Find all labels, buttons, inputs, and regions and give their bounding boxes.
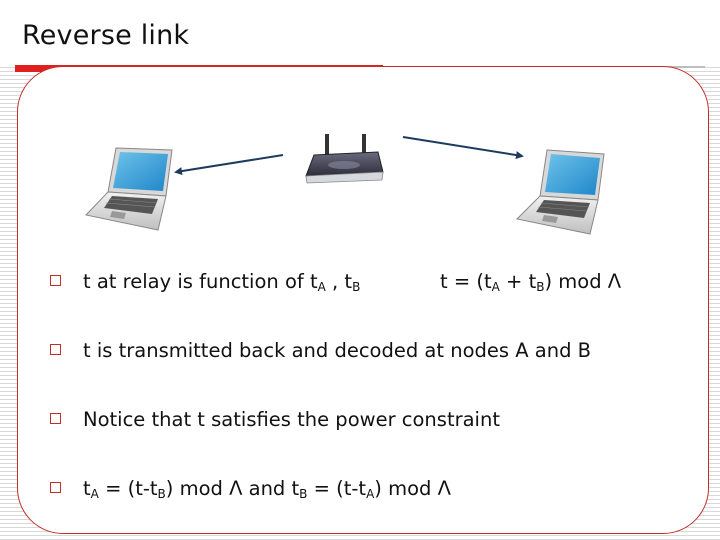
bullet-text: t is transmitted back and decoded at nod… (83, 339, 592, 362)
equation: t = (tA + tB) mod Λ (440, 270, 622, 294)
title-bar: Reverse link (0, 0, 720, 64)
bullet-marker (50, 482, 61, 493)
bullet-text: Notice that t satisfies the power constr… (83, 408, 500, 431)
bullet-text: tA = (t-tB) mod Λ and tB = (t-tA) mod Λ (83, 477, 451, 501)
slide-title: Reverse link (22, 20, 190, 51)
bullet-marker (50, 275, 61, 286)
bullet-text: t at relay is function of tA , tB (83, 270, 361, 294)
bullet-marker (50, 344, 61, 355)
content-panel (17, 66, 709, 534)
bullet-marker (50, 413, 61, 424)
